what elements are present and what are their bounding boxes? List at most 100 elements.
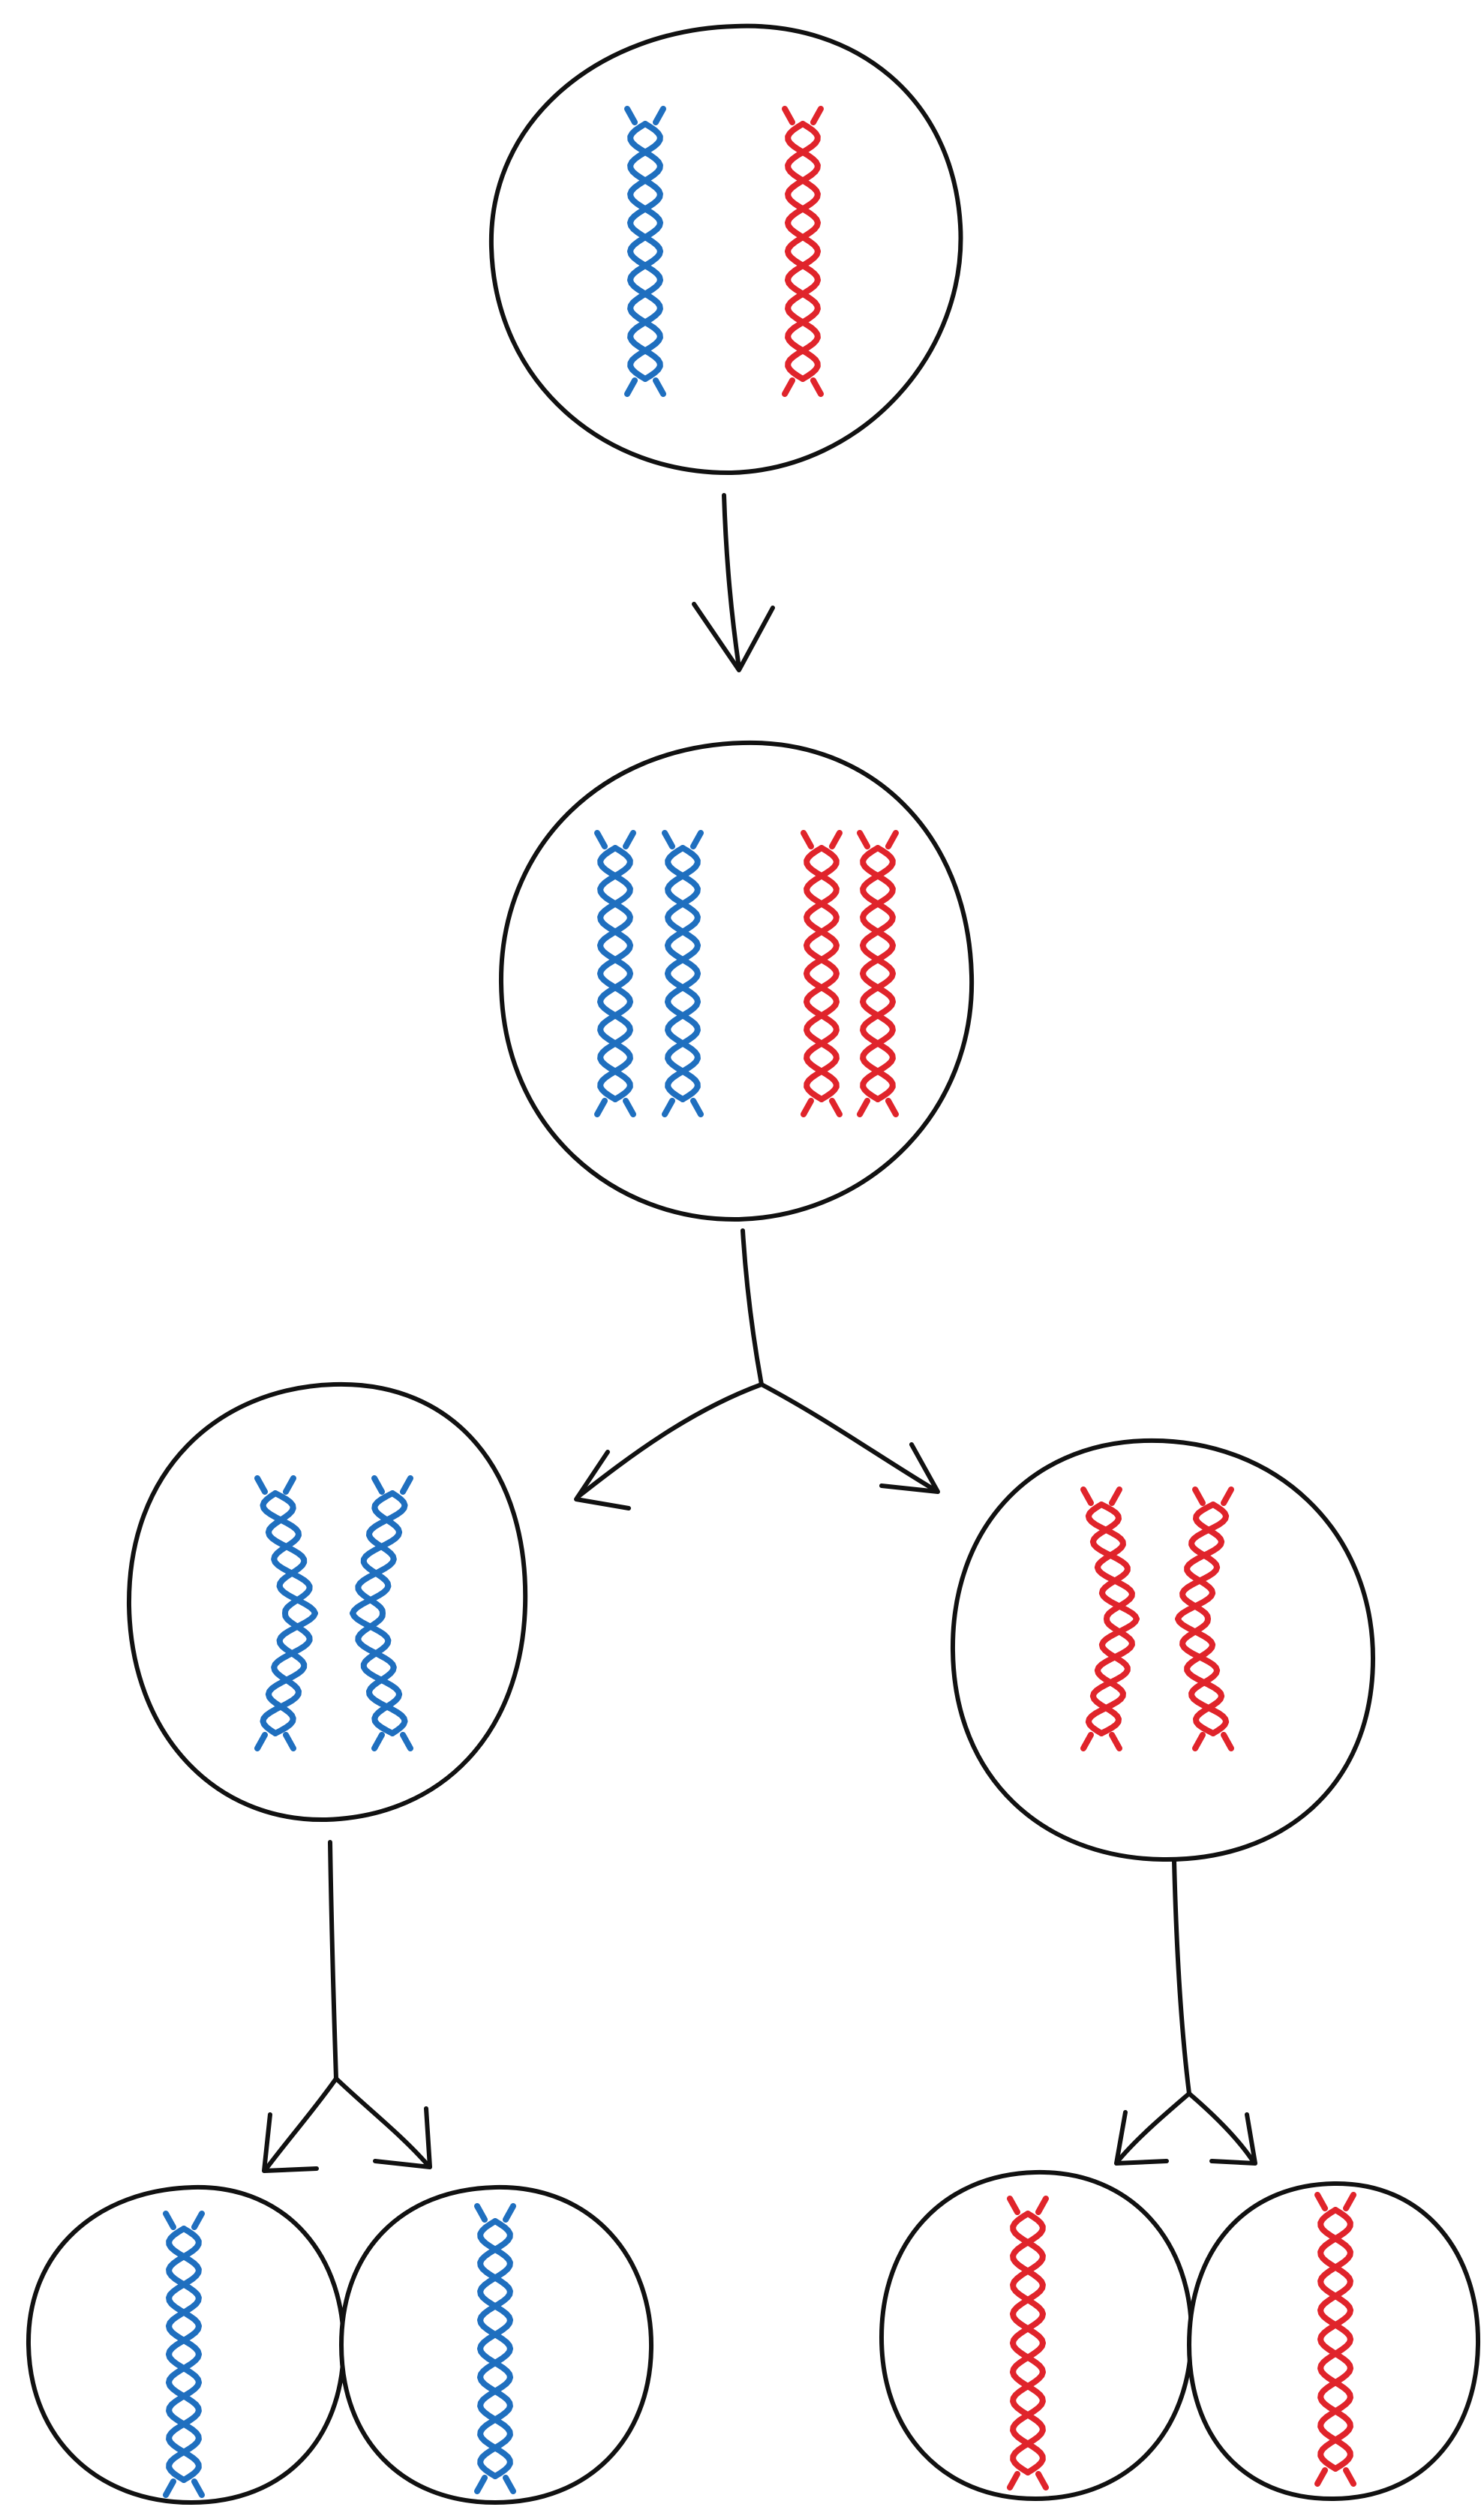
helix-bottom-end <box>1007 2471 1049 2490</box>
helix-top-end <box>624 106 666 125</box>
arrow-red-split <box>1114 1859 1257 2166</box>
red-chromosome <box>1007 2196 1049 2490</box>
helix-bottom-end <box>1080 1732 1122 1751</box>
arrow-head-right <box>1209 2112 1257 2166</box>
helix-bottom-end <box>857 1098 899 1117</box>
red-chromatid <box>801 830 843 1117</box>
red-granddaughter-cell-2-outline <box>1187 2181 1481 2501</box>
arrow-shaft <box>328 1840 338 2081</box>
helix-strand-1 <box>597 845 633 1102</box>
helix-bottom-end <box>782 377 824 397</box>
helix-strand-2 <box>665 845 701 1102</box>
blue-granddaughter-cell-2-outline <box>339 2184 654 2505</box>
arrow-branch-left <box>264 2076 338 2171</box>
red-granddaughter-cell-2 <box>1187 2181 1481 2501</box>
helix-bottom-end <box>474 2475 516 2494</box>
arrow-head-left <box>574 1450 631 1511</box>
helix-strand-1 <box>804 845 840 1102</box>
helix-top-end <box>1192 1486 1234 1506</box>
helix-strand-2 <box>1317 2207 1353 2472</box>
red-daughter-cell-outline <box>950 1438 1375 1862</box>
arrow-blue-split <box>262 1840 432 2173</box>
helix-bottom-end <box>163 2478 205 2498</box>
helix-bottom-end <box>371 1732 413 1751</box>
red-granddaughter-cell-1 <box>879 2169 1194 2501</box>
helix-strand-2 <box>1085 1501 1135 1736</box>
red-chromatid <box>857 830 899 1117</box>
helix-bottom-end <box>662 1098 704 1117</box>
helix-strand-2 <box>166 2226 202 2483</box>
helix-top-end <box>1007 2196 1049 2215</box>
arrow-replicated-split <box>574 1228 940 1511</box>
helix-strand-1 <box>265 1490 318 1736</box>
helix-strand-1 <box>665 845 701 1102</box>
parent-cell-outline <box>488 23 963 476</box>
blue-chromatid <box>254 1475 318 1751</box>
arrow-branch-right <box>759 1382 936 1492</box>
helix-bottom-end <box>254 1732 296 1751</box>
arrow-branch-right <box>334 2076 430 2167</box>
arrow-branch-right <box>1187 2091 1255 2163</box>
helix-bottom-end <box>1314 2467 1356 2487</box>
helix-strand-1 <box>627 121 663 382</box>
blue-granddaughter-cell-1 <box>26 2184 347 2505</box>
helix-top-end <box>474 2203 516 2223</box>
helix-top-end <box>371 1475 413 1495</box>
replicated-cell <box>498 740 975 1222</box>
helix-strand-1 <box>860 845 896 1102</box>
helix-strand-2 <box>860 845 896 1102</box>
red-daughter-cell <box>950 1438 1375 1862</box>
helix-strand-2 <box>260 1490 313 1736</box>
helix-top-end <box>254 1475 296 1495</box>
red-chromosome <box>782 106 824 397</box>
helix-top-end <box>1314 2192 1356 2211</box>
arrow-head-left <box>262 2112 319 2173</box>
helix-strand-2 <box>350 1490 403 1736</box>
parent-cell <box>488 23 963 476</box>
helix-strand-2 <box>804 845 840 1102</box>
helix-top-end <box>801 830 843 849</box>
blue-chromosome <box>474 2203 516 2494</box>
helix-top-end <box>662 830 704 849</box>
helix-top-end <box>594 830 636 849</box>
helix-strand-2 <box>1010 2211 1046 2475</box>
blue-chromosome <box>163 2211 205 2498</box>
arrow-shaft <box>1172 1859 1191 2096</box>
arrow-head <box>692 602 775 672</box>
blue-chromatid <box>594 830 636 1117</box>
helix-top-end <box>1080 1486 1122 1506</box>
helix-strand-1 <box>1089 1501 1140 1736</box>
red-chromatid <box>1080 1486 1140 1751</box>
helix-bottom-end <box>594 1098 636 1117</box>
arrow-shaft <box>740 1228 764 1387</box>
arrow-head-left <box>1114 2110 1169 2166</box>
helix-strand-1 <box>785 121 821 382</box>
blue-chromatid <box>662 830 704 1117</box>
helix-strand-2 <box>597 845 633 1102</box>
arrow-head-right <box>879 1442 940 1494</box>
helix-strand-1 <box>1010 2211 1046 2475</box>
red-chromatid <box>1175 1486 1234 1751</box>
blue-granddaughter-cell-2 <box>339 2184 654 2505</box>
helix-strand-1 <box>355 1490 408 1736</box>
red-chromosome <box>1314 2192 1356 2487</box>
blue-daughter-cell-outline <box>126 1381 528 1823</box>
helix-strand-1 <box>477 2218 513 2479</box>
helix-bottom-end <box>801 1098 843 1117</box>
blue-daughter-cell <box>126 1381 528 1823</box>
helix-strand-1 <box>1179 1501 1230 1736</box>
helix-strand-2 <box>1175 1501 1225 1736</box>
helix-bottom-end <box>1192 1732 1234 1751</box>
helix-top-end <box>782 106 824 125</box>
arrow-parent-to-replicated <box>692 493 775 672</box>
helix-strand-2 <box>477 2218 513 2479</box>
helix-strand-1 <box>1317 2207 1353 2472</box>
helix-strand-2 <box>785 121 821 382</box>
arrow-head-right <box>373 2106 432 2169</box>
arrow-branch-left <box>575 1382 764 1499</box>
blue-chromosome <box>624 106 666 397</box>
helix-top-end <box>857 830 899 849</box>
helix-top-end <box>163 2211 205 2230</box>
helix-strand-1 <box>166 2226 202 2483</box>
